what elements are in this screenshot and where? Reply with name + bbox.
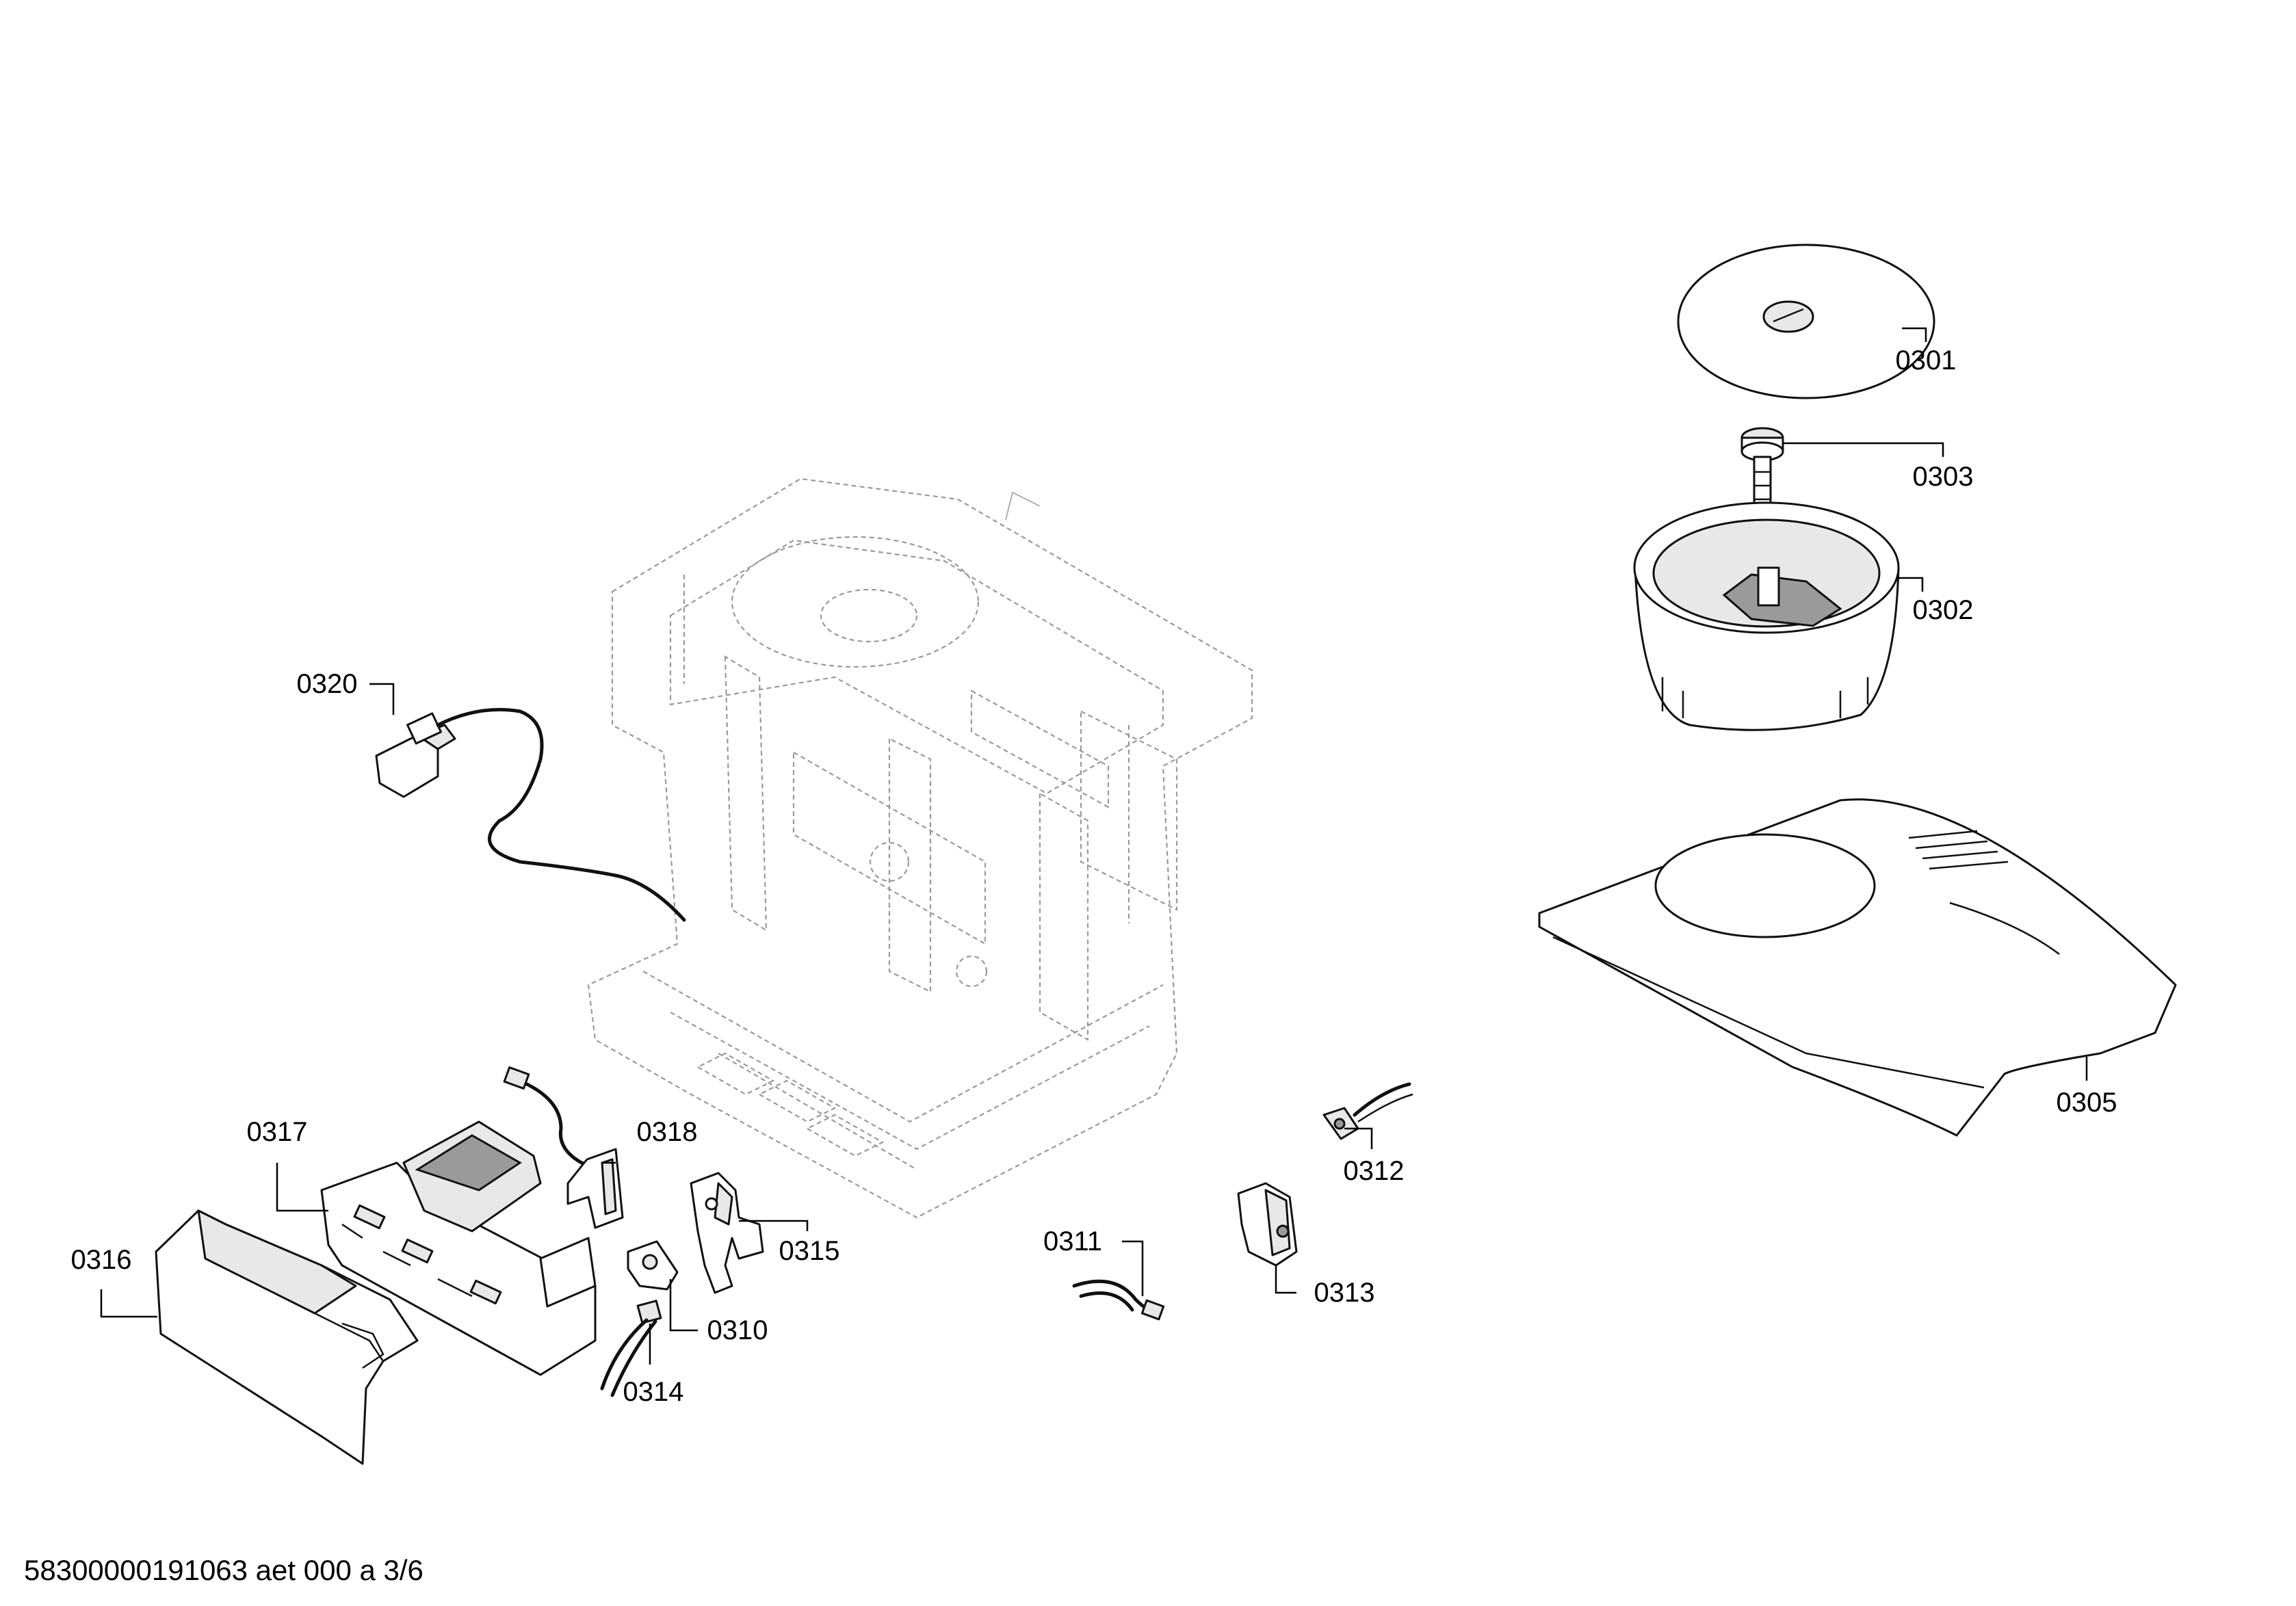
part-0313-switch-unit — [1237, 1182, 1298, 1267]
callout-0320: 0320 — [297, 669, 358, 699]
part-0301-lid-disc — [1677, 243, 1935, 399]
callout-0315: 0315 — [779, 1236, 840, 1266]
callout-0314: 0314 — [623, 1377, 684, 1407]
leader-0302 — [1896, 577, 1924, 592]
part-0317-control-housing — [320, 1120, 597, 1376]
leader-0301 — [1902, 327, 1927, 342]
callout-0317: 0317 — [247, 1117, 308, 1147]
callout-0310: 0310 — [707, 1315, 768, 1345]
callout-0318: 0318 — [637, 1117, 698, 1147]
leader-0317 — [276, 1163, 328, 1212]
leader-0312 — [1344, 1127, 1373, 1149]
leader-0316 — [100, 1289, 157, 1318]
leader-0315 — [739, 1220, 809, 1231]
part-0315-valve-bracket — [690, 1172, 764, 1294]
machine-chassis-ghost — [587, 477, 1253, 1219]
callout-0305: 0305 — [2057, 1088, 2117, 1118]
leader-0311 — [1122, 1240, 1144, 1296]
part-0310-small-pcb — [627, 1240, 679, 1291]
part-0318-switch-bracket — [503, 1066, 624, 1229]
callout-0316: 0316 — [71, 1245, 132, 1275]
part-0312-connector — [1322, 1082, 1413, 1140]
part-0316-front-panel — [155, 1209, 419, 1465]
leader-0303 — [1783, 442, 1944, 457]
leader-0310 — [669, 1279, 698, 1332]
leader-0313 — [1275, 1265, 1296, 1294]
callout-0302: 0302 — [1913, 595, 1974, 625]
callout-0312: 0312 — [1344, 1156, 1405, 1186]
callout-0301: 0301 — [1896, 345, 1957, 376]
document-id: 58300000191063 aet 000 a 3/6 — [24, 1554, 423, 1586]
callout-0303: 0303 — [1913, 462, 1974, 492]
callout-0313: 0313 — [1314, 1278, 1375, 1308]
leader-0320 — [369, 683, 395, 715]
part-0320-power-cord — [375, 708, 686, 922]
callout-0311: 0311 — [1043, 1226, 1102, 1256]
part-0302-bowl — [1633, 501, 1900, 731]
part-0305-top-cover — [1538, 798, 2177, 1137]
part-0311-sensor-cable — [1072, 1279, 1165, 1321]
